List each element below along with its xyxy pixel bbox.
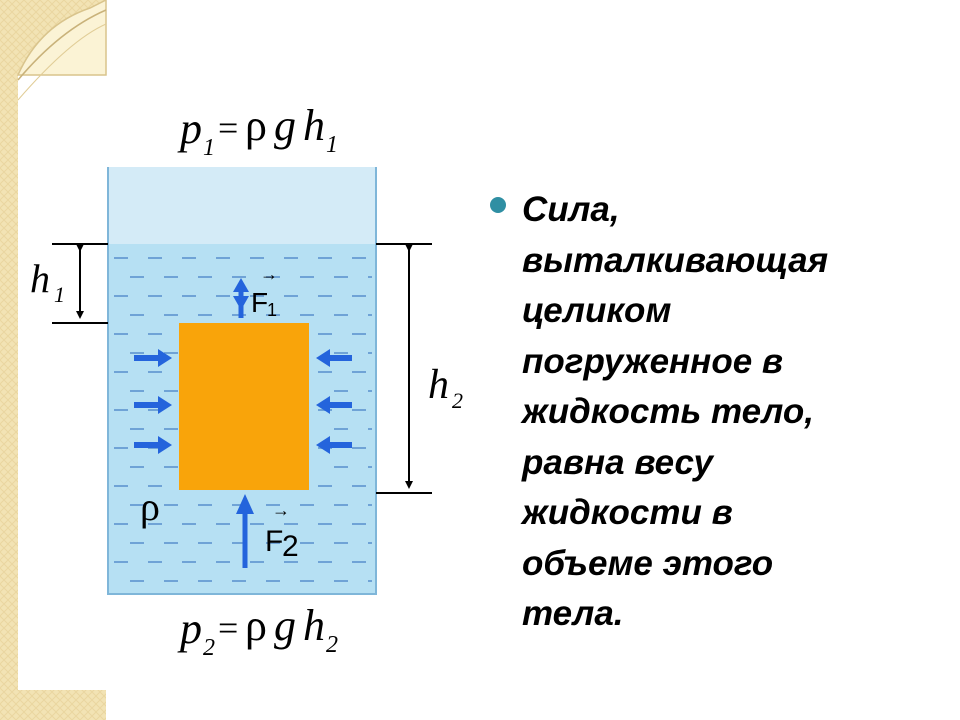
label-F1: → F 1 [251,264,278,320]
svg-text:h: h [428,362,449,408]
svg-text:1: 1 [326,132,338,158]
svg-text:h: h [303,601,325,650]
force-F2-arrow [236,494,254,568]
pressure-arrow [134,396,172,414]
svg-text:g: g [274,101,296,150]
label-h2: h 2 [428,362,463,413]
formula-top: p 1 = ρ g h 1 [177,101,338,161]
svg-text:F: F [251,287,268,318]
svg-text:h: h [30,256,50,301]
pressure-arrow [316,436,352,454]
svg-text:2: 2 [452,388,463,413]
svg-text:2: 2 [282,530,299,563]
dimension-lines [52,243,432,494]
svg-text:p: p [177,604,202,653]
label-h1: h 1 [30,256,65,307]
svg-text:ρ: ρ [245,601,267,650]
svg-text:F: F [265,525,283,558]
svg-text:→: → [272,500,290,520]
force-F1-arrow [233,278,249,318]
formula-bottom: p 2 = ρ g h 2 [177,601,338,661]
bullet-dot-icon [490,197,506,213]
svg-text:1: 1 [54,282,65,307]
svg-text:1: 1 [203,135,215,161]
svg-text:=: = [218,608,238,648]
pressure-arrow [134,349,172,367]
svg-text:2: 2 [203,635,215,661]
pressure-arrow [316,349,352,367]
vessel [107,167,377,595]
pressure-arrow [316,396,352,414]
pressure-arrow [134,436,172,454]
svg-text:p: p [177,104,202,153]
water-surface-air [108,167,376,244]
svg-text:ρ: ρ [245,101,267,150]
label-rho: ρ [140,484,160,529]
svg-text:=: = [218,108,238,148]
pressure-arrows [134,349,352,454]
svg-text:1: 1 [267,300,277,320]
label-F2: → F 2 [265,500,299,563]
svg-text:→: → [260,264,278,284]
bullet-text: Сила, выталкивающая целиком погруженное … [522,190,829,633]
water-waves [114,257,372,582]
svg-text:h: h [303,101,325,150]
submerged-body [179,323,309,490]
svg-text:2: 2 [326,632,338,658]
svg-text:g: g [274,601,296,650]
paper-edge-decoration [0,0,107,720]
